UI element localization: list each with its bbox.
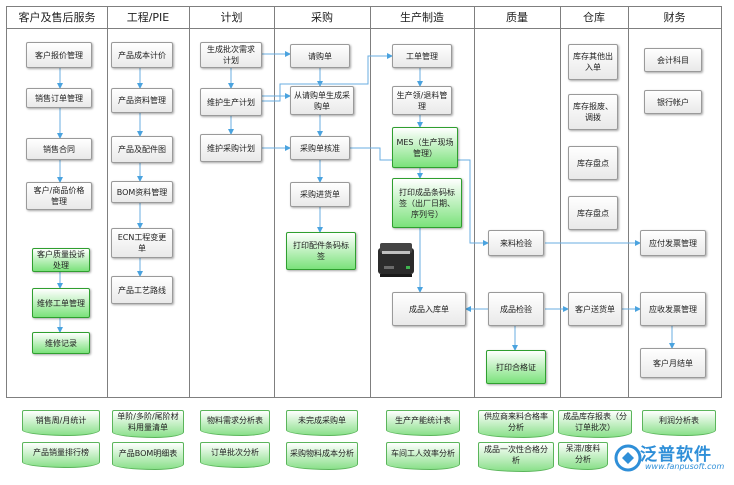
node-repair-order[interactable]: 维修工单管理 — [32, 288, 90, 318]
node-customer-quality[interactable]: 客户质量投诉处理 — [32, 248, 90, 272]
column-header-production: 生产制造 — [370, 7, 474, 29]
node-finished-in[interactable]: 成品入库单 — [392, 292, 466, 326]
report-material-list[interactable]: 单阶/多阶/尾阶材料用量清单 — [112, 410, 184, 438]
column-divider — [274, 6, 275, 398]
report-unfinished-po[interactable]: 未完成采购单 — [286, 410, 358, 436]
node-sales-order[interactable]: 销售订单管理 — [26, 88, 92, 108]
column-divider — [628, 6, 629, 398]
node-purchase-receipt[interactable]: 采购进货单 — [290, 182, 350, 207]
report-first-pass[interactable]: 成品一次性合格分析 — [478, 442, 554, 472]
report-purchase-cost[interactable]: 采购物料成本分析 — [286, 442, 358, 470]
node-bom[interactable]: BOM资料管理 — [111, 181, 173, 203]
watermark-brand: 泛普软件 — [640, 445, 712, 465]
column-divider — [189, 6, 190, 398]
node-ar-invoice[interactable]: 应收发票管理 — [640, 292, 706, 326]
node-incoming-check[interactable]: 来料检验 — [488, 230, 544, 256]
report-workshop-efficiency[interactable]: 车间工人效率分析 — [386, 442, 460, 470]
column-header-purchasing: 采购 — [274, 7, 370, 29]
report-supplier-rate[interactable]: 供应商来料合格率分析 — [478, 410, 554, 438]
node-repair-record[interactable]: 维修记录 — [32, 332, 90, 354]
node-ap-invoice[interactable]: 应付发票管理 — [640, 230, 706, 256]
node-maint-purchase[interactable]: 维护采购计划 — [200, 134, 262, 162]
report-batch-analysis[interactable]: 订单批次分析 — [200, 442, 270, 468]
column-divider — [560, 6, 561, 398]
node-customer-price[interactable]: 客户/商品价格管理 — [26, 182, 92, 210]
node-ecn[interactable]: ECN工程变更单 — [111, 228, 173, 258]
column-header-quality: 质量 — [474, 7, 560, 29]
report-capacity-stats[interactable]: 生产产能统计表 — [386, 410, 460, 436]
column-divider — [370, 6, 371, 398]
report-bom-detail[interactable]: 产品BOM明细表 — [112, 442, 184, 470]
node-bank[interactable]: 银行帐户 — [644, 90, 702, 114]
column-header-planning: 计划 — [189, 7, 274, 29]
node-customer-monthly[interactable]: 客户月结单 — [640, 348, 706, 378]
node-stock-transfer[interactable]: 库存报废、调拨 — [568, 94, 618, 130]
node-other-inout[interactable]: 库存其他出入单 — [568, 44, 618, 80]
node-process-route[interactable]: 产品工艺路线 — [111, 276, 173, 304]
node-stock-count[interactable]: 库存盘点 — [568, 146, 618, 180]
column-divider — [474, 6, 475, 398]
column-header-warehouse: 仓库 — [560, 7, 628, 29]
node-sales-contract[interactable]: 销售合同 — [26, 138, 92, 160]
watermark-url: www.fanpusoft.com — [645, 462, 725, 471]
node-product-cost[interactable]: 产品成本计价 — [111, 42, 173, 68]
node-customer-delivery[interactable]: 客户送货单 — [568, 292, 622, 326]
node-mes[interactable]: MES（生产现场管理） — [392, 127, 458, 168]
watermark-logo-icon — [614, 444, 642, 472]
node-material-issue[interactable]: 生产领/退料管理 — [392, 86, 452, 115]
report-sales-stats[interactable]: 销售周/月统计 — [22, 410, 100, 436]
node-gen-batch[interactable]: 生成批次需求计划 — [200, 42, 262, 68]
report-profit-analysis[interactable]: 利润分析表 — [642, 410, 716, 436]
node-finished-check[interactable]: 成品检验 — [488, 292, 544, 326]
diagram-frame — [6, 6, 722, 398]
column-header-finance: 财务 — [628, 7, 721, 29]
node-product-parts[interactable]: 产品及配件图 — [111, 136, 173, 163]
node-gen-po[interactable]: 从请购单生成采购单 — [290, 86, 354, 115]
report-finished-stock[interactable]: 成品库存报表（分订单批次） — [558, 410, 632, 438]
node-accounting[interactable]: 会计科目 — [644, 48, 702, 72]
node-print-finished[interactable]: 打印成品条码标签（出厂日期、序列号） — [392, 178, 462, 228]
node-stock-count[interactable]: 库存盘点 — [568, 196, 618, 230]
column-header-customer-service: 客户及售后服务 — [7, 7, 107, 29]
report-sales-rank[interactable]: 产品销量排行榜 — [22, 442, 100, 468]
node-product-data[interactable]: 产品资料管理 — [111, 88, 173, 113]
report-material-demand[interactable]: 物料需求分析表 — [200, 410, 270, 436]
node-purchase-request[interactable]: 请购单 — [290, 44, 350, 68]
label-printer-icon — [378, 243, 414, 277]
node-print-barcode[interactable]: 打印配件条码标签 — [286, 232, 356, 270]
node-print-cert[interactable]: 打印合格证 — [486, 350, 546, 384]
column-divider — [107, 6, 108, 398]
node-customer-quote[interactable]: 客户报价管理 — [26, 42, 92, 68]
column-header-engineering: 工程/PIE — [107, 7, 189, 29]
node-maint-production[interactable]: 维护生产计划 — [200, 88, 262, 116]
node-work-order[interactable]: 工单管理 — [392, 44, 452, 68]
node-po-review[interactable]: 采购单核准 — [290, 136, 350, 160]
report-scrap-analysis[interactable]: 呆滞/废料分析 — [558, 442, 608, 470]
